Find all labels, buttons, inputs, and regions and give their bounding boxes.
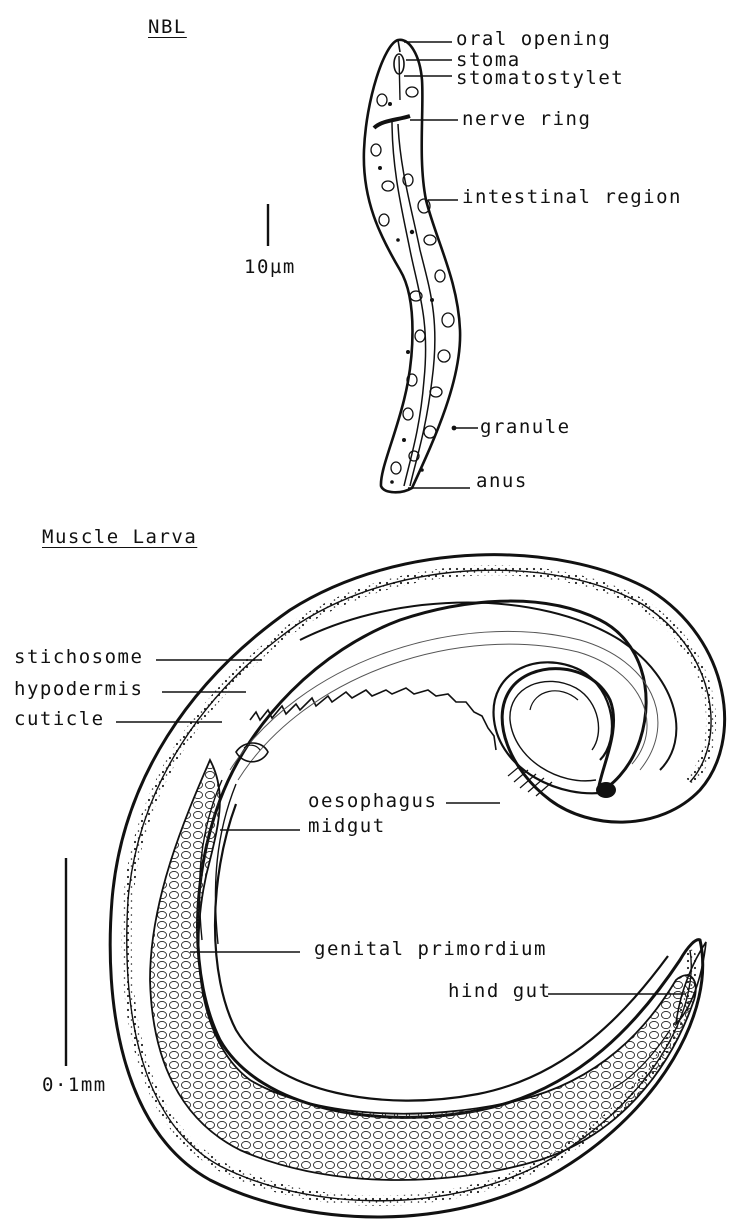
label-intestinal-region: intestinal region	[462, 188, 682, 207]
label-cuticle: cuticle	[14, 710, 105, 729]
muscle-larva-figure	[66, 555, 725, 1217]
nbl-body-outline	[364, 40, 460, 492]
nbl-figure	[268, 40, 478, 492]
label-oesophagus: oesophagus	[308, 792, 437, 811]
label-nerve-ring: nerve ring	[462, 110, 591, 129]
label-stichosome: stichosome	[14, 648, 143, 667]
label-hypodermis: hypodermis	[14, 680, 143, 699]
label-genital-primordium: genital primordium	[314, 940, 547, 959]
label-granule: granule	[480, 418, 571, 437]
nbl-title: NBL	[148, 18, 187, 37]
label-oral-opening: oral opening	[456, 30, 611, 49]
larva-scale-label: 0·1mm	[42, 1076, 107, 1095]
label-stomatostylet: stomatostylet	[456, 69, 624, 88]
larva-title: Muscle Larva	[42, 528, 197, 547]
label-anus: anus	[476, 472, 528, 491]
label-hind-gut: hind gut	[448, 982, 552, 1001]
nbl-scale-label: 10µm	[244, 258, 296, 277]
label-midgut: midgut	[308, 817, 386, 836]
